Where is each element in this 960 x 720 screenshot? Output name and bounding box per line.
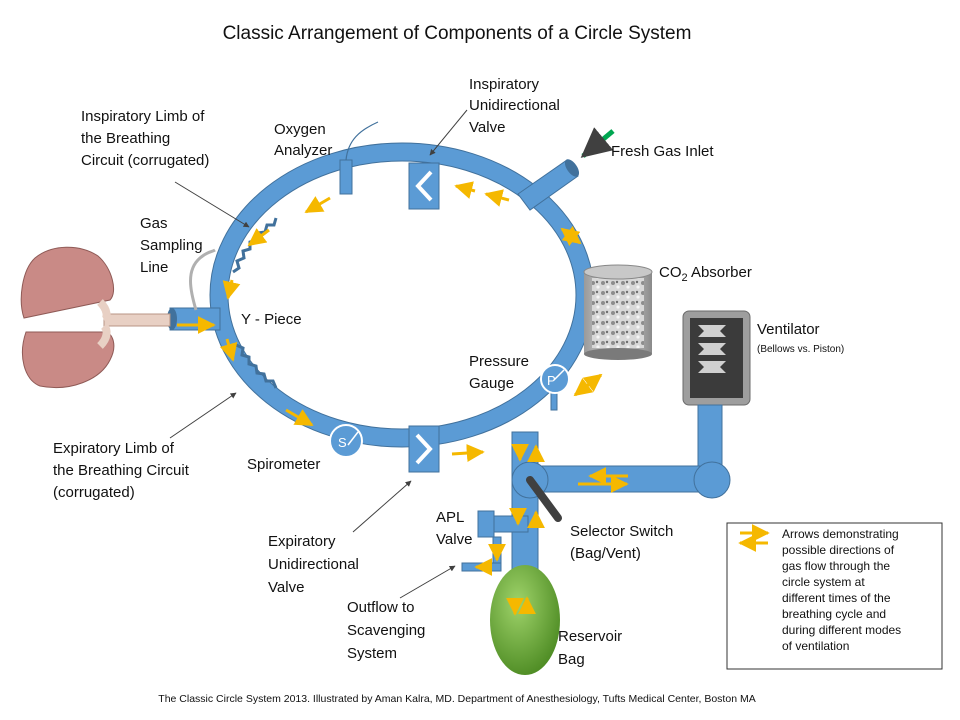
svg-text:Inspiratory Limb of: Inspiratory Limb of <box>81 108 205 125</box>
apl-valve[interactable] <box>477 510 495 538</box>
svg-text:Unidirectional: Unidirectional <box>268 556 359 573</box>
svg-text:during different modes: during different modes <box>782 623 901 637</box>
expiratory-valve <box>408 425 440 473</box>
label-co2-absorber: CO2 Absorber <box>659 264 752 284</box>
svg-text:breathing cycle and: breathing cycle and <box>782 607 886 621</box>
label-y-piece: Y - Piece <box>241 311 302 328</box>
svg-text:the Breathing Circuit: the Breathing Circuit <box>53 462 190 479</box>
svg-text:System: System <box>347 645 397 662</box>
legend-box: Arrows demonstrating possible directions… <box>726 522 943 670</box>
svg-text:Bag: Bag <box>558 651 585 668</box>
svg-text:Gauge: Gauge <box>469 375 514 392</box>
reservoir-bag[interactable] <box>490 565 560 675</box>
svg-text:Analyzer: Analyzer <box>274 142 332 159</box>
svg-text:Arrows demonstrating: Arrows demonstrating <box>782 527 899 541</box>
svg-text:different times of the: different times of the <box>782 591 891 605</box>
svg-text:Expiratory: Expiratory <box>268 533 336 550</box>
svg-text:Valve: Valve <box>469 119 505 136</box>
svg-text:possible directions of: possible directions of <box>782 543 895 557</box>
svg-text:(corrugated): (corrugated) <box>53 484 135 501</box>
y-piece-connector <box>169 307 221 331</box>
label-fresh-gas-inlet: Fresh Gas Inlet <box>611 143 714 160</box>
svg-text:APL: APL <box>436 509 464 526</box>
leader-lines <box>169 109 468 599</box>
label-ventilator: Ventilator <box>757 321 820 338</box>
label-expiratory-limb: Expiratory Limb of the Breathing Circuit… <box>53 440 190 501</box>
svg-text:Expiratory Limb of: Expiratory Limb of <box>53 440 175 457</box>
label-ventilator-sub: (Bellows vs. Piston) <box>757 344 844 355</box>
label-reservoir-bag: Reservoir Bag <box>558 628 622 668</box>
spirometer-icon: S <box>329 424 363 458</box>
expiratory-limb-corrugation <box>235 343 278 389</box>
label-pressure-gauge: Pressure Gauge <box>469 353 529 392</box>
svg-text:gas flow through the: gas flow through the <box>782 559 890 573</box>
label-apl-valve: APL Valve <box>436 509 472 548</box>
svg-text:Unidirectional: Unidirectional <box>469 97 560 114</box>
svg-text:Valve: Valve <box>268 579 304 596</box>
svg-text:Oxygen: Oxygen <box>274 121 326 138</box>
oxygen-analyzer-sensor <box>339 159 353 195</box>
inspiratory-valve <box>408 162 440 210</box>
svg-text:Reservoir: Reservoir <box>558 628 622 645</box>
flow-arrows <box>177 181 629 616</box>
co2-absorber-icon <box>583 264 653 360</box>
label-selector-switch: Selector Switch (Bag/Vent) <box>570 523 673 562</box>
ventilator-icon <box>682 310 751 406</box>
pressure-gauge-icon: P <box>540 364 570 411</box>
svg-text:Valve: Valve <box>436 531 472 548</box>
credit-line: The Classic Circle System 2013. Illustra… <box>158 693 755 705</box>
svg-text:circle system at: circle system at <box>782 575 865 589</box>
label-gas-sampling-line: Gas Sampling Line <box>140 215 203 276</box>
svg-text:Sampling: Sampling <box>140 237 203 254</box>
svg-text:the Breathing: the Breathing <box>81 130 170 147</box>
svg-text:Gas: Gas <box>140 215 168 232</box>
svg-text:Line: Line <box>140 259 168 276</box>
svg-text:of ventilation: of ventilation <box>782 639 849 653</box>
svg-text:Circuit (corrugated): Circuit (corrugated) <box>81 152 209 169</box>
label-inspiratory-limb: Inspiratory Limb of the Breathing Circui… <box>81 108 209 169</box>
lungs-icon <box>20 246 171 389</box>
ventilator-elbow <box>693 461 731 499</box>
label-expiratory-valve: Expiratory Unidirectional Valve <box>268 533 359 596</box>
svg-text:S: S <box>338 435 347 450</box>
fresh-gas-inlet <box>517 159 580 211</box>
gas-sampling-line <box>189 248 216 311</box>
label-inspiratory-valve: Inspiratory Unidirectional Valve <box>469 76 560 136</box>
svg-text:Outflow to: Outflow to <box>347 599 415 616</box>
fresh-gas-green-arrow <box>580 127 615 158</box>
label-spirometer: Spirometer <box>247 456 320 473</box>
svg-text:Selector Switch: Selector Switch <box>570 523 673 540</box>
svg-text:Inspiratory: Inspiratory <box>469 76 540 93</box>
svg-text:P: P <box>547 373 556 388</box>
label-outflow: Outflow to Scavenging System <box>347 599 425 662</box>
svg-text:Pressure: Pressure <box>469 353 529 370</box>
svg-text:(Bag/Vent): (Bag/Vent) <box>570 545 641 562</box>
diagram-title: Classic Arrangement of Components of a C… <box>223 23 692 44</box>
svg-text:Scavenging: Scavenging <box>347 622 425 639</box>
label-oxygen-analyzer: Oxygen Analyzer <box>274 121 332 159</box>
